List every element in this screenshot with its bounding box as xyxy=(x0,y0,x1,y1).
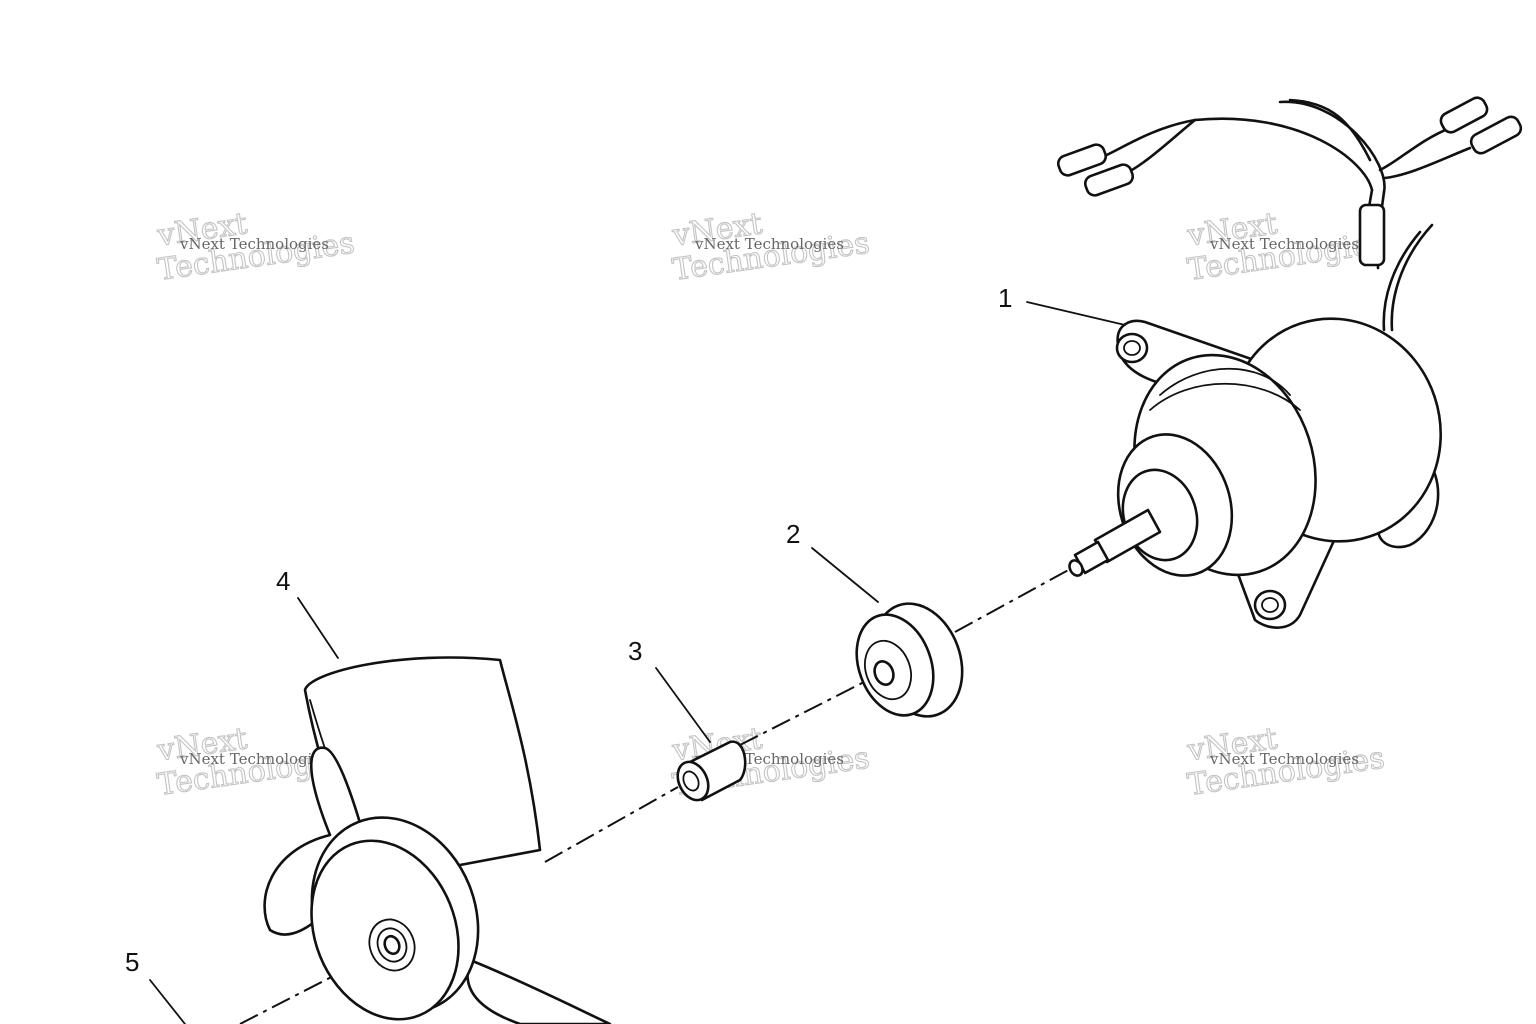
watermark-label: vNext Technologies xyxy=(179,750,329,768)
wire-harness xyxy=(1056,96,1523,549)
watermark-label: vNext Technologies xyxy=(179,235,329,253)
mounting-hole xyxy=(1115,332,1149,364)
sleeve-bushing xyxy=(676,740,747,802)
callout-number: 4 xyxy=(276,566,290,596)
watermark-label: vNext Technologies xyxy=(1209,750,1359,768)
watermark-label: vNext Technologies xyxy=(1209,235,1359,253)
watermark-label: vNext Technologies xyxy=(694,235,844,253)
rubber-washer xyxy=(855,602,964,718)
callout-number: 3 xyxy=(628,636,642,666)
fan-motor xyxy=(1056,96,1523,629)
callout-3: 3 xyxy=(628,636,711,743)
mounting-hole xyxy=(1253,589,1287,621)
callout-5: 5 xyxy=(125,947,186,1024)
callout-2: 2 xyxy=(786,519,879,603)
fan-blade-lower xyxy=(466,958,612,1024)
watermark-bottom-right: vNext Technologies vNext Technologies xyxy=(1184,721,1387,804)
watermark-top-left: vNext Technologies vNext Technologies xyxy=(154,206,357,289)
callout-4: 4 xyxy=(276,566,339,659)
callout-number: 2 xyxy=(786,519,800,549)
watermark-top-center: vNext Technologies vNext Technologies xyxy=(669,206,872,289)
fan-blade xyxy=(263,656,612,1024)
callout-number: 1 xyxy=(998,283,1012,313)
callout-number: 5 xyxy=(125,947,139,977)
assembly-axis xyxy=(239,567,1073,1024)
watermark-top-right: vNext Technologies vNext Technologies xyxy=(1184,206,1387,289)
callout-1: 1 xyxy=(998,283,1126,326)
